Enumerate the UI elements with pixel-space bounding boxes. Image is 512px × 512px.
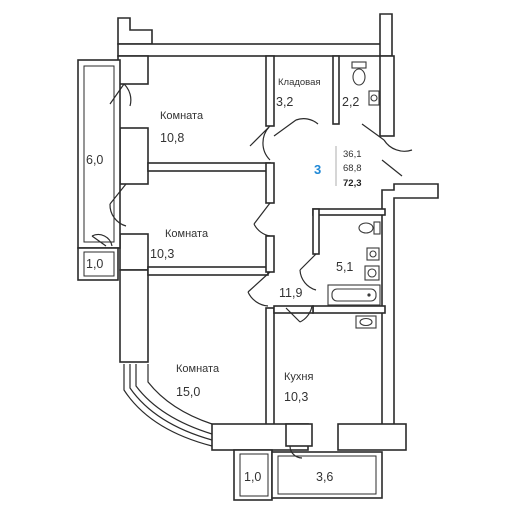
bay-outline-outer bbox=[123, 364, 213, 447]
door-swing-icon bbox=[285, 305, 313, 323]
wall-hall-kitchen bbox=[273, 305, 314, 314]
door-swing-icon bbox=[273, 118, 319, 137]
sink-icon bbox=[364, 265, 380, 281]
door-swing-icon bbox=[361, 123, 413, 152]
kitchen-area: 10,3 bbox=[284, 390, 308, 404]
apartment-info: 3 36,1 68,8 72,3 bbox=[314, 146, 362, 189]
bay-outline-inner bbox=[135, 364, 213, 435]
storage-name: Кладовая bbox=[278, 77, 321, 88]
room1-area: 10,8 bbox=[160, 131, 184, 145]
rooms-count: 3 bbox=[314, 162, 321, 177]
bathroom-area: 5,1 bbox=[336, 260, 353, 274]
wall-bath-top bbox=[312, 208, 386, 216]
wall-top bbox=[117, 43, 391, 57]
door-swing-icon bbox=[109, 183, 127, 227]
door-swing-icon bbox=[247, 271, 271, 307]
wall-bottom-mid bbox=[285, 423, 313, 447]
wall-left-lower bbox=[119, 269, 149, 363]
door-swing-icon bbox=[299, 253, 317, 291]
door-swing-icon bbox=[253, 202, 271, 237]
balcony-bottom-small-area: 1,0 bbox=[244, 470, 261, 484]
toilet-area: 2,2 bbox=[342, 95, 359, 109]
wall-left-mid-2 bbox=[119, 233, 149, 271]
bay-outline-wall bbox=[147, 364, 213, 425]
doors bbox=[109, 83, 413, 323]
wall-storage-toilet bbox=[332, 55, 340, 125]
hall-area: 11,9 bbox=[279, 286, 302, 300]
living-area: 36,1 bbox=[343, 149, 362, 160]
wall-room2-right-a bbox=[265, 162, 275, 204]
storage-area: 3,2 bbox=[276, 95, 293, 109]
walls bbox=[117, 13, 439, 451]
room3-name: Комната bbox=[176, 363, 220, 375]
balcony-left-group bbox=[77, 59, 121, 281]
door-swing-icon bbox=[109, 83, 132, 107]
wall-right-upper bbox=[379, 55, 395, 137]
door-swing-icon bbox=[249, 125, 271, 161]
balcony-bottom-group bbox=[233, 445, 383, 501]
room2-area: 10,3 bbox=[150, 247, 174, 261]
wall-left-upper bbox=[117, 55, 149, 85]
balcony-bottom-small-floor bbox=[239, 453, 269, 497]
bay-window bbox=[123, 364, 213, 447]
fixtures bbox=[327, 61, 381, 329]
door-swing-icon bbox=[289, 445, 303, 459]
total-area: 72,3 bbox=[343, 178, 362, 189]
bay-outline-mid bbox=[129, 364, 213, 441]
wall-room2-room3 bbox=[147, 266, 269, 276]
wall-bath-bottom bbox=[312, 305, 386, 314]
balcony-left-floor bbox=[83, 65, 115, 243]
wall-bath-left bbox=[312, 208, 320, 255]
room1-name: Комната bbox=[160, 110, 204, 122]
total-area-no-balcony: 68,8 bbox=[343, 163, 362, 174]
wall-room1-room2 bbox=[147, 162, 271, 172]
wall-top-left-stub bbox=[117, 17, 153, 45]
wall-top-right-stub bbox=[379, 13, 393, 57]
room2-name: Комната bbox=[165, 228, 209, 240]
room3-area: 15,0 bbox=[176, 385, 200, 399]
wall-room3-kitchen bbox=[265, 307, 275, 429]
kitchen-name: Кухня bbox=[284, 371, 313, 383]
toilet-icon bbox=[351, 61, 367, 86]
room-labels: Комната 10,8 Комната 10,3 Комната 15,0 К… bbox=[86, 77, 359, 484]
balcony-bottom-area: 3,6 bbox=[316, 470, 333, 484]
sink-icon bbox=[368, 90, 380, 106]
door-swing-icon bbox=[381, 159, 403, 177]
balcony-left-small-floor bbox=[83, 251, 115, 277]
toilet-icon bbox=[358, 221, 381, 235]
wall-room2-right-b bbox=[265, 235, 275, 273]
balcony-left-area: 6,0 bbox=[86, 153, 103, 167]
sink-icon bbox=[366, 247, 380, 261]
wall-right-lower bbox=[381, 183, 439, 431]
bathtub-icon bbox=[327, 284, 381, 306]
wall-room1-storage bbox=[265, 55, 275, 127]
sink-icon bbox=[355, 315, 377, 329]
wall-left-mid-1 bbox=[119, 127, 149, 185]
balcony-left-small-area: 1,0 bbox=[86, 257, 103, 271]
door-swing-icon bbox=[91, 233, 113, 247]
balcony-bottom-floor bbox=[277, 455, 377, 495]
wall-bottom-right bbox=[337, 423, 407, 451]
